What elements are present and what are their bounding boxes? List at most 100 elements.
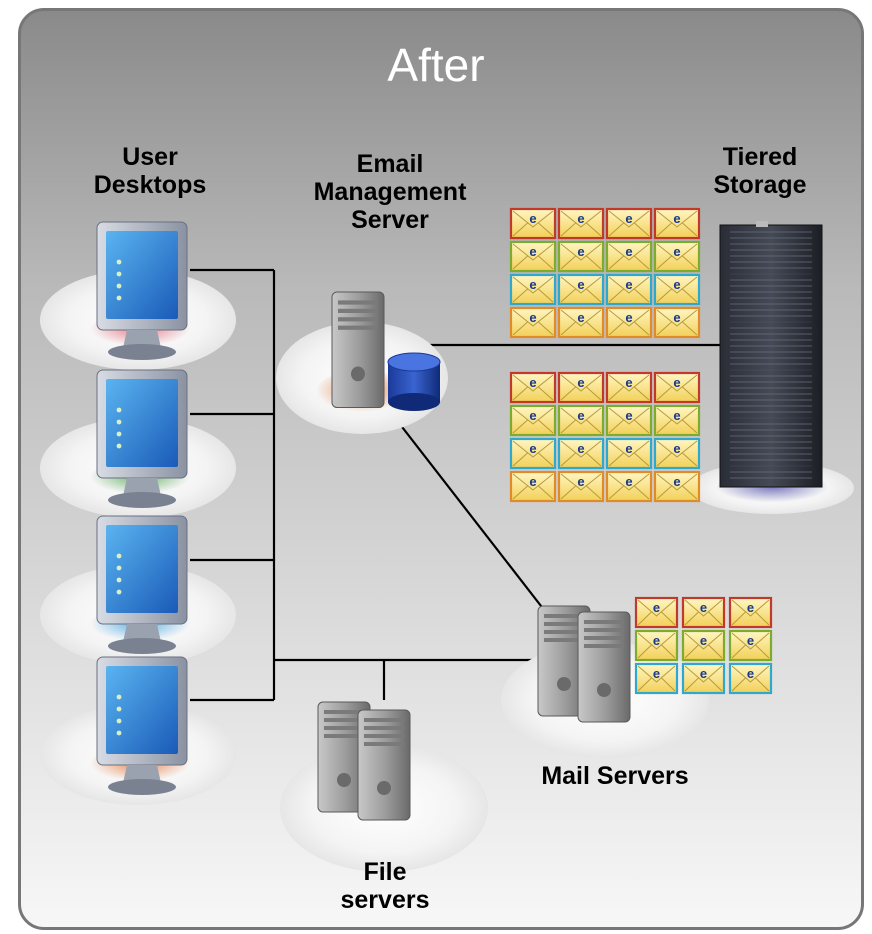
diagram-title: After	[387, 39, 485, 91]
email-envelope-icon: e	[605, 404, 653, 437]
envelope-letter: e	[577, 310, 584, 325]
email-envelope-icon: e	[605, 371, 653, 404]
email-envelope-icon: e	[634, 629, 679, 662]
desktop-2	[40, 369, 236, 518]
envelope-letter: e	[577, 375, 584, 390]
tiered-storage	[690, 221, 854, 514]
email-envelope-icon: e	[605, 306, 653, 339]
file-servers-label: File servers	[300, 858, 470, 914]
email-envelope-icon: e	[653, 470, 701, 503]
email-envelope-icon: e	[653, 371, 701, 404]
email-envelope-icon: e	[605, 437, 653, 470]
envelope-letter: e	[529, 211, 536, 226]
envelope-letter: e	[529, 244, 536, 259]
envelope-letter: e	[625, 244, 632, 259]
user-desktops-label: User Desktops	[70, 143, 230, 199]
email-envelope-icon: e	[557, 240, 605, 273]
email-envelope-icon: e	[509, 371, 557, 404]
server-icon	[357, 709, 411, 821]
email-envelope-icon: e	[653, 240, 701, 273]
connector-lines	[190, 268, 725, 702]
envelope-letter: e	[577, 474, 584, 489]
tiered-storage-label: Tiered Storage	[690, 143, 830, 199]
envelope-letter: e	[625, 375, 632, 390]
envelope-letter: e	[529, 474, 536, 489]
email-envelope-icon: e	[509, 240, 557, 273]
label-line: servers	[340, 886, 430, 914]
file-servers	[280, 701, 488, 872]
email-envelope-icon: e	[681, 662, 726, 695]
email-envelope-icon: e	[509, 437, 557, 470]
email-envelope-icon: e	[605, 207, 653, 240]
email-envelope-icon: e	[681, 596, 726, 629]
envelope-letter: e	[577, 277, 584, 292]
envelope-letter: e	[653, 666, 660, 681]
envelope-letter: e	[673, 244, 680, 259]
email-management-server	[276, 291, 448, 434]
envelope-letter: e	[700, 666, 707, 681]
label-line: Management	[313, 178, 467, 206]
envelope-letter: e	[577, 244, 584, 259]
email-envelope-icon: e	[605, 273, 653, 306]
desktop-3	[40, 515, 236, 665]
label-line: Tiered	[722, 143, 798, 171]
envelope-letter: e	[625, 310, 632, 325]
label-line: Storage	[713, 171, 807, 199]
envelope-letter: e	[700, 633, 707, 648]
server-icon	[331, 291, 385, 409]
email-envelope-icon: e	[653, 207, 701, 240]
label-line: Email	[356, 150, 424, 178]
email-envelope-icon: e	[557, 306, 605, 339]
desktop-1	[40, 221, 236, 370]
email-envelope-icon: e	[605, 470, 653, 503]
email-envelope-icon: e	[509, 404, 557, 437]
envelope-letter: e	[673, 441, 680, 456]
envelope-letter: e	[625, 277, 632, 292]
email-envelope-icon: e	[653, 437, 701, 470]
envelope-letter: e	[577, 408, 584, 423]
desktop-4	[40, 656, 236, 805]
email-envelope-icon: e	[557, 273, 605, 306]
email-envelope-icon: e	[557, 371, 605, 404]
label-line: Server	[351, 206, 429, 234]
email-envelope-icon: e	[509, 470, 557, 503]
email-management-server-label: Email Management Server	[280, 150, 500, 234]
email-envelope-icon: e	[653, 306, 701, 339]
email-envelope-icon: e	[653, 273, 701, 306]
email-envelope-icon: e	[653, 404, 701, 437]
envelope-letter: e	[747, 666, 754, 681]
envelope-letter: e	[673, 375, 680, 390]
database-icon	[387, 352, 441, 411]
server-icon	[577, 611, 631, 723]
envelope-letter: e	[625, 474, 632, 489]
email-envelope-icon: e	[557, 404, 605, 437]
envelope-letter: e	[673, 408, 680, 423]
envelope-letter: e	[673, 474, 680, 489]
envelope-letter: e	[577, 211, 584, 226]
email-envelope-icon: e	[634, 596, 679, 629]
envelope-letter: e	[625, 441, 632, 456]
envelope-letter: e	[577, 441, 584, 456]
email-envelope-icon: e	[728, 662, 773, 695]
envelope-letter: e	[673, 211, 680, 226]
envelope-letter: e	[529, 277, 536, 292]
envelope-letter: e	[625, 408, 632, 423]
email-envelope-icon: e	[509, 306, 557, 339]
email-envelope-icon: e	[557, 437, 605, 470]
envelope-letter: e	[747, 633, 754, 648]
envelope-letter: e	[673, 277, 680, 292]
email-envelope-icon: e	[605, 240, 653, 273]
email-envelope-icon: e	[557, 470, 605, 503]
email-envelope-icon: e	[557, 207, 605, 240]
email-envelope-icon: e	[681, 629, 726, 662]
storage-rack-icon	[719, 221, 823, 488]
label-line: Desktops	[93, 171, 207, 199]
envelope-letter: e	[673, 310, 680, 325]
label-line: File	[363, 858, 407, 886]
envelope-letter: e	[529, 441, 536, 456]
envelope-letter: e	[653, 633, 660, 648]
envelope-letter: e	[529, 310, 536, 325]
mail-servers-label: Mail Servers	[541, 762, 689, 790]
email-envelope-icon: e	[728, 596, 773, 629]
